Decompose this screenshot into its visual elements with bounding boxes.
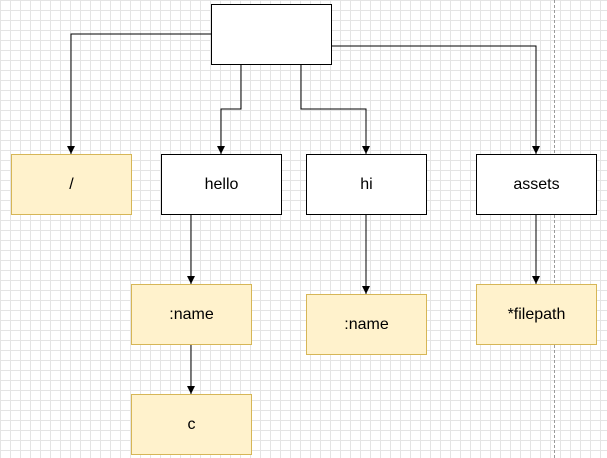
hi-name-param-node[interactable]: :name [306, 294, 427, 355]
filepath-wildcard-node[interactable]: *filepath [476, 284, 597, 345]
slash-route-node[interactable]: / [11, 154, 132, 215]
edge-root-to-slash [67, 33, 211, 154]
edge-root-to-hello [217, 65, 242, 154]
hello-route-node[interactable]: hello [161, 154, 282, 215]
root-node[interactable] [211, 4, 332, 65]
page-guide-line [554, 0, 555, 458]
c-route-node[interactable]: c [131, 394, 252, 455]
hello-name-param-node[interactable]: :name [131, 284, 252, 345]
edge-root-to-hi [300, 65, 370, 154]
hi-route-node[interactable]: hi [306, 154, 427, 215]
assets-route-node[interactable]: assets [476, 154, 597, 215]
edge-root-to-assets [332, 45, 540, 154]
